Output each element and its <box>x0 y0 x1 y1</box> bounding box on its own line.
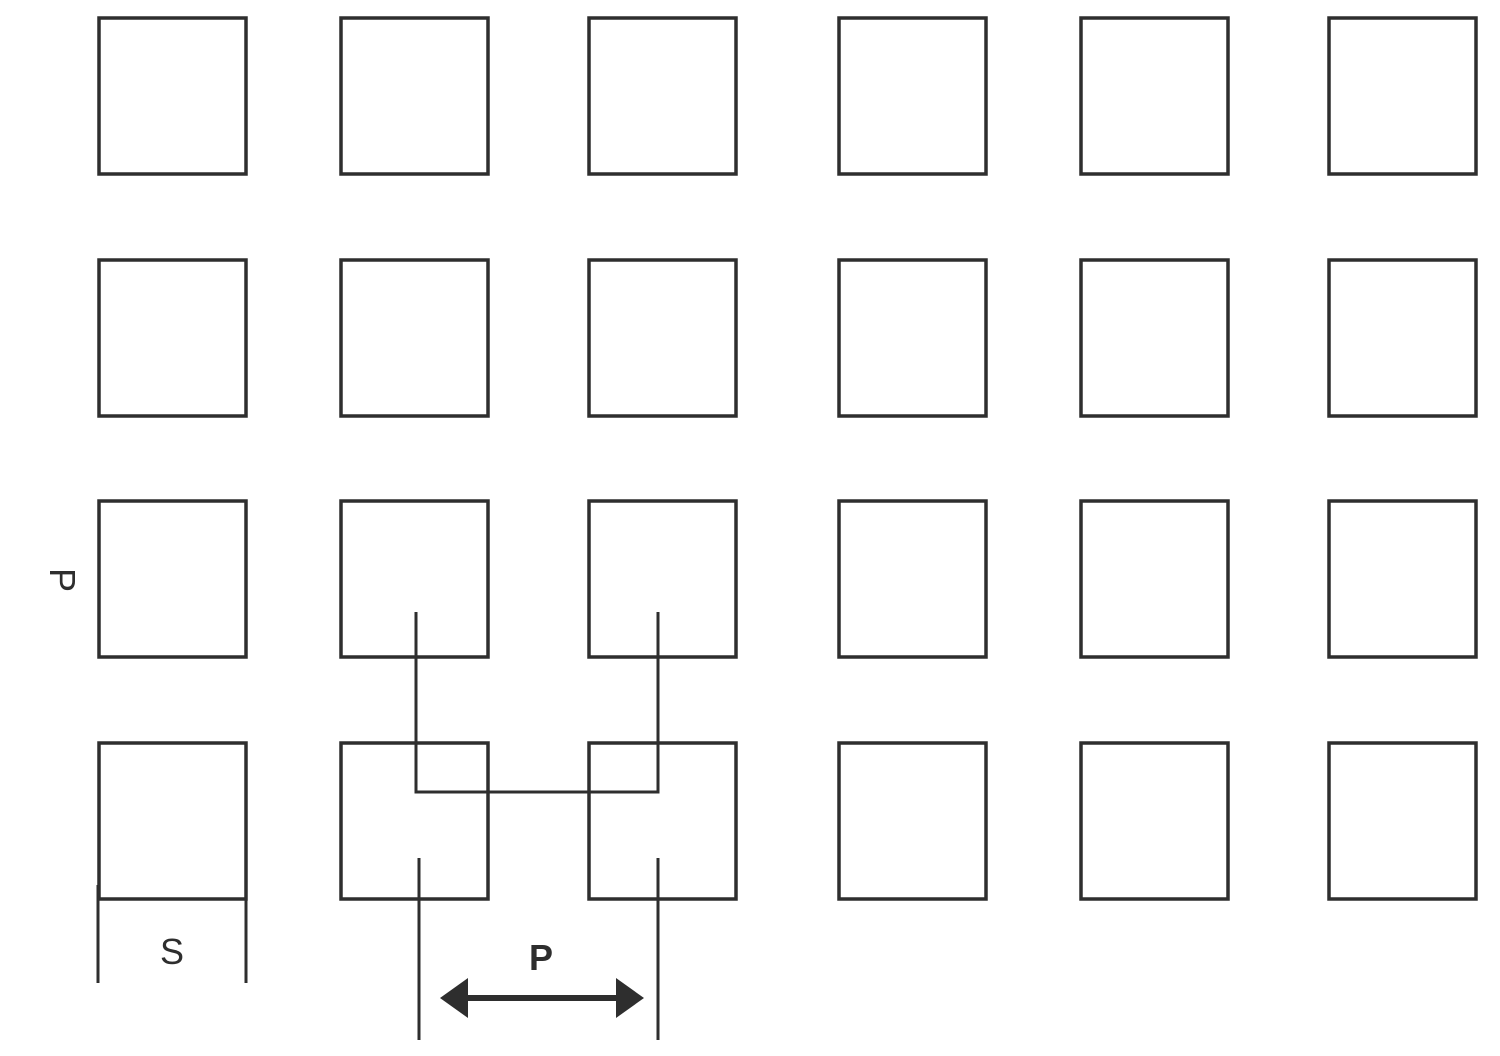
grid-square <box>837 258 988 418</box>
grid-square <box>339 258 490 418</box>
grid-square <box>587 16 738 176</box>
pitch-arrow-right-head-icon <box>616 978 644 1018</box>
square-size-label: S <box>160 931 184 972</box>
grid-square <box>1327 499 1478 659</box>
grid-square <box>1079 258 1230 418</box>
grid-square <box>1327 258 1478 418</box>
grid-square <box>1327 16 1478 176</box>
grid-square <box>97 258 248 418</box>
grid-square <box>587 258 738 418</box>
grid-square <box>97 16 248 176</box>
pitch-connector-bracket <box>414 612 660 794</box>
grid-square <box>1079 499 1230 659</box>
grid-square <box>1079 16 1230 176</box>
square-grid <box>97 16 1478 901</box>
grid-square <box>97 499 248 659</box>
pitch-label: P <box>529 937 553 978</box>
grid-square <box>1327 741 1478 901</box>
grid-square <box>587 499 738 659</box>
grid-square <box>837 499 988 659</box>
pitch-arrow-left-head-icon <box>440 978 468 1018</box>
grid-square <box>837 16 988 176</box>
grid-square <box>837 741 988 901</box>
grid-square <box>1079 741 1230 901</box>
side-pitch-label: P <box>42 568 83 592</box>
grid-square <box>339 16 490 176</box>
grid-square <box>587 741 738 901</box>
grid-square <box>97 741 248 901</box>
